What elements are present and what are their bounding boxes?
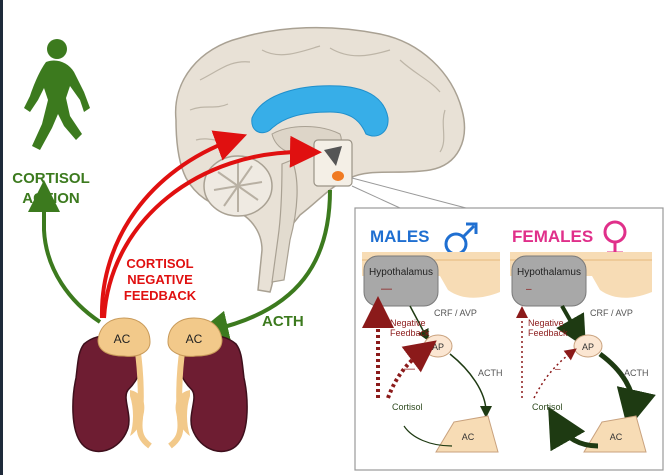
runner-icon	[24, 39, 90, 150]
feedback-label-3: FEEDBACK	[124, 288, 197, 303]
feedback-label-2: NEGATIVE	[127, 272, 193, 287]
males-minus-bottom: —	[404, 363, 415, 375]
cortisol-action-label-2: ACTION	[22, 190, 80, 207]
males-ac-label: AC	[462, 432, 475, 442]
females-minus-bottom: –	[555, 364, 561, 375]
females-crf-avp-label: CRF / AVP	[590, 308, 633, 318]
kidneys-adrenal-glands: AC AC	[72, 317, 248, 453]
females-title: FEMALES	[512, 227, 593, 246]
males-negative-label: Negative	[390, 318, 426, 328]
males-acth-label: ACTH	[478, 368, 503, 378]
males-panel: Hypothalamus CRF / AVP AP ACTH AC Cortis…	[362, 252, 503, 453]
females-ac-label: AC	[610, 432, 623, 442]
feedback-label-1: CORTISOL	[126, 256, 193, 271]
males-title: MALES	[370, 227, 430, 246]
acth-label: ACTH	[262, 313, 304, 330]
males-minus-top: —	[381, 283, 392, 295]
females-feedback-label: Feedback	[528, 328, 568, 338]
feedback-arrow-brain	[99, 130, 248, 319]
males-ap-label: AP	[432, 342, 444, 352]
male-symbol-icon	[444, 222, 478, 256]
edge-strip	[0, 0, 3, 475]
males-cortisol-label: Cortisol	[392, 402, 423, 412]
cortisol-action-arrow	[28, 180, 102, 324]
females-hypothalamus-label: Hypothalamus	[517, 267, 581, 278]
males-crf-avp-label: CRF / AVP	[434, 308, 477, 318]
acth-arrow	[196, 189, 332, 343]
pituitary-zoom-box	[313, 139, 353, 187]
feedback-arrow-pituitary	[102, 135, 322, 319]
females-acth-label: ACTH	[624, 368, 649, 378]
females-panel: Hypothalamus CRF / AVP AP ACTH AC Cortis…	[510, 252, 656, 453]
ac-right-label: AC	[186, 332, 203, 346]
cortisol-action-label-1: CORTISOL	[12, 170, 90, 187]
females-ap-label: AP	[582, 342, 594, 352]
sex-difference-inset: MALES FEMALES Hypothalamus CRF / AVP AP …	[354, 207, 664, 471]
females-negative-label: Negative	[528, 318, 564, 328]
ac-left-label: AC	[114, 332, 131, 346]
males-hypothalamus-label: Hypothalamus	[369, 267, 433, 278]
males-feedback-label: Feedback	[390, 328, 430, 338]
females-minus-top: –	[526, 284, 532, 295]
females-cortisol-label: Cortisol	[532, 402, 563, 412]
